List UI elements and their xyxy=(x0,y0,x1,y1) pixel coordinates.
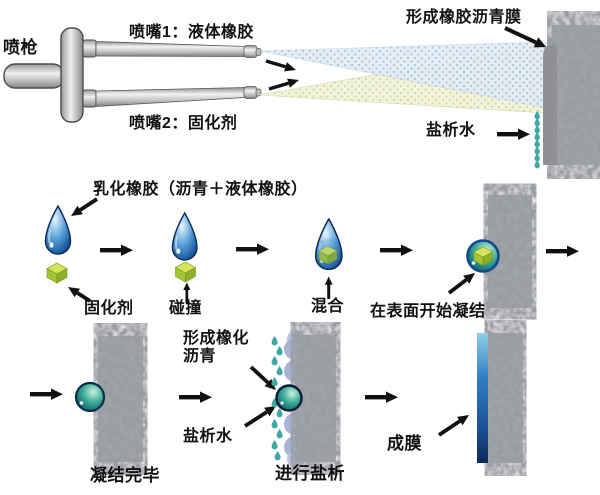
asphalt-membrane-layer xyxy=(543,44,557,165)
mixing-up-arrow-icon xyxy=(324,276,333,299)
droplet-mixed xyxy=(314,218,343,271)
curing-agent-cube xyxy=(46,262,68,284)
droplet-colliding xyxy=(171,211,198,261)
droplet-salting xyxy=(275,384,303,412)
spray-arrow-2-icon xyxy=(268,78,299,91)
wall-salting-out xyxy=(271,330,336,468)
surface-condense-label: 在表面开始凝结 xyxy=(370,303,486,320)
mixing-label: 混合 xyxy=(311,298,345,315)
film-formed-label: 成膜 xyxy=(387,434,422,453)
flow-arrow-icon xyxy=(179,391,212,403)
rubberized-asphalt-label-line1: 形成橡化 xyxy=(183,330,250,347)
blue-film-layer xyxy=(477,333,488,463)
emulsion-pointer-arrow-icon xyxy=(71,197,99,216)
droplet-condensed xyxy=(74,381,106,413)
membrane-pointer-arrow-icon xyxy=(504,26,546,48)
brine-pointer-arrow-icon xyxy=(243,406,276,428)
nozzle-tube-1 xyxy=(95,41,262,58)
curing-agent-label: 固化剂 xyxy=(84,300,134,317)
flow-arrow-icon xyxy=(100,244,133,256)
spray-cones xyxy=(257,41,547,114)
condense-complete-label: 凝结完毕 xyxy=(90,466,160,485)
flow-arrow-icon xyxy=(30,388,63,400)
wall-condense-start xyxy=(466,195,532,308)
flow-arrow-icon xyxy=(365,391,398,403)
collision-label: 碰撞 xyxy=(169,300,203,317)
salting-out-label: 进行盐析 xyxy=(275,464,345,483)
gun-label: 喷枪 xyxy=(3,38,38,57)
droplet-condensing xyxy=(466,239,500,273)
brine-drip-column-top xyxy=(534,111,540,169)
nozzle-tube-2 xyxy=(95,86,262,107)
membrane-label: 形成橡胶沥青膜 xyxy=(406,9,522,26)
rubberized-pointer-arrow-icon xyxy=(249,365,276,390)
wall-condense-complete xyxy=(74,336,143,462)
spray-gun xyxy=(3,27,262,123)
brine-water-label-bottom: 盐析水 xyxy=(183,428,233,445)
brine-arrow-icon xyxy=(497,128,530,140)
brine-water-label-top: 盐析水 xyxy=(426,122,476,139)
emulsion-label: 乳化橡胶（沥青＋液体橡胶） xyxy=(93,181,308,198)
film-pointer-arrow-icon xyxy=(437,415,469,437)
spray-arrow-1-icon xyxy=(265,59,296,72)
emulsion-droplet xyxy=(44,205,72,255)
nozzle2-label: 喷嘴2：固化剂 xyxy=(129,115,238,132)
cube-colliding xyxy=(175,261,196,283)
wall-top-right xyxy=(543,25,600,165)
wall-film-formed xyxy=(477,333,523,463)
nozzle1-label: 喷嘴1：液体橡胶 xyxy=(129,24,254,41)
rubberized-asphalt-label-line2: 沥青 xyxy=(183,348,217,365)
surface-pointer-arrow-icon xyxy=(447,273,475,295)
curing-pointer-arrow-icon xyxy=(68,287,92,303)
flow-arrow-icon xyxy=(236,243,269,255)
flow-arrow-icon xyxy=(380,244,413,256)
flow-arrow-icon xyxy=(546,245,579,257)
